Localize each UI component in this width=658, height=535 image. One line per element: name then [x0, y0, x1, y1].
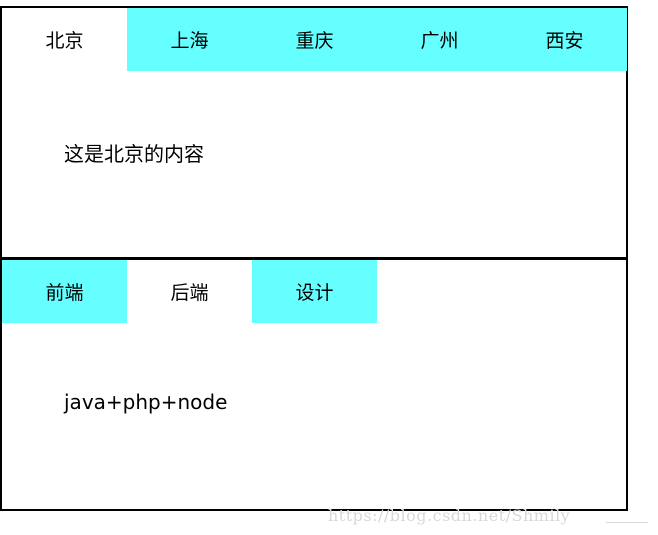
tab-beijing[interactable]: 北京	[2, 8, 127, 71]
tech-tab-content: java+php+node	[64, 390, 228, 414]
tab-guangzhou[interactable]: 广州	[377, 8, 502, 71]
city-tab-content: 这是北京的内容	[64, 142, 204, 166]
tech-tab-bar: 前端 后端 设计	[2, 260, 377, 323]
watermark-text: https://blog.csdn.net/Shmily	[328, 506, 571, 525]
tab-chongqing[interactable]: 重庆	[252, 8, 377, 71]
watermark-underline	[606, 522, 648, 523]
tab-design[interactable]: 设计	[252, 260, 377, 323]
tab-frontend[interactable]: 前端	[2, 260, 127, 323]
city-tab-bar: 北京 上海 重庆 广州 西安	[2, 8, 627, 71]
city-tab-panel: 北京 上海 重庆 广州 西安 这是北京的内容	[0, 6, 628, 259]
tab-backend[interactable]: 后端	[127, 260, 252, 323]
tech-tab-panel: 前端 后端 设计 java+php+node	[0, 258, 628, 511]
tab-xian[interactable]: 西安	[502, 8, 627, 71]
tab-shanghai[interactable]: 上海	[127, 8, 252, 71]
